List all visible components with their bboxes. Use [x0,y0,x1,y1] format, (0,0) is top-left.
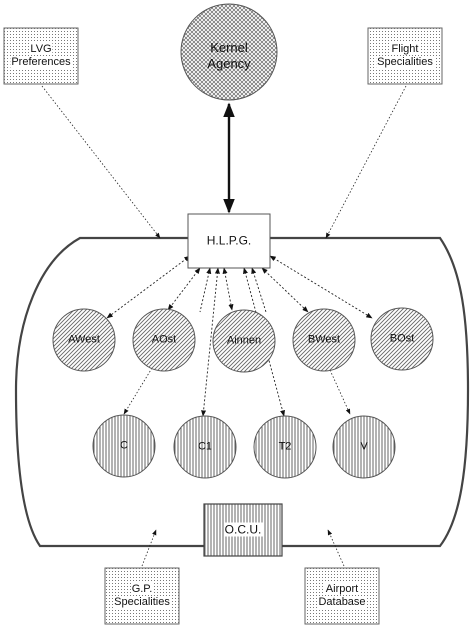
agent-c [92,414,156,478]
system-boundary [14,236,470,548]
hlpg-box [187,213,271,269]
agent-bwest [292,308,356,372]
agent-ainnen [212,309,276,373]
agent-awest [52,308,116,372]
agent-bost [370,307,434,371]
airport-database-box [304,567,380,625]
bwest-v-link [329,369,351,415]
kernel-agency-node [180,3,278,101]
ocu-box [203,503,283,557]
airport-arrow [327,529,345,567]
flight-arrow [325,85,407,239]
agent-c1 [173,415,237,479]
lvg-arrow [41,85,161,239]
flight-specialities-box [367,27,443,85]
agent-v [332,415,396,479]
lvg-preferences-box [3,27,79,85]
agent-t2 [253,415,317,479]
agent-aost [132,308,196,372]
aost-c-link [123,367,153,415]
gp-specialities-box [104,567,180,625]
gp-arrow [141,529,157,567]
